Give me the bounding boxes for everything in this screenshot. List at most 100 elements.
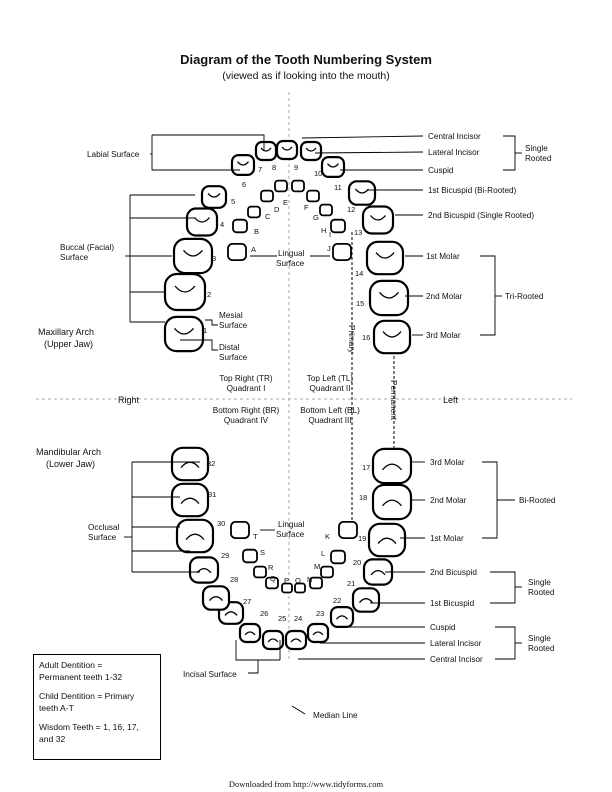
primary-tooth-19 bbox=[230, 521, 250, 540]
tooth-number-23: 23 bbox=[316, 609, 324, 618]
lower-tooth-19 bbox=[367, 522, 407, 558]
top-right-quadrant-2: Quadrant I bbox=[227, 384, 266, 393]
tooth-number-1: 1 bbox=[203, 326, 207, 335]
tooth-number-32: 32 bbox=[207, 459, 215, 468]
page-title: Diagram of the Tooth Numbering System bbox=[180, 52, 432, 67]
tooth-number-27: 27 bbox=[243, 597, 251, 606]
lower-tooth-23 bbox=[306, 622, 330, 644]
tooth-number-12: 12 bbox=[347, 205, 355, 214]
mesial-surface-label-2: Surface bbox=[219, 321, 248, 330]
primary-tooth-3 bbox=[260, 189, 274, 203]
label-central-incisor-upper: Central Incisor bbox=[428, 132, 481, 141]
lower-tooth-groove-25 bbox=[267, 638, 279, 643]
primary-tooth-2 bbox=[247, 205, 261, 219]
label-first-bicuspid-lower: 1st Bicuspid bbox=[430, 599, 475, 608]
legend-adult: Adult Dentition = bbox=[39, 660, 103, 670]
primary-tooth-12 bbox=[320, 565, 334, 579]
label-first-molar-upper: 1st Molar bbox=[426, 252, 460, 261]
label-second-bicuspid-lower: 2nd Bicuspid bbox=[430, 568, 477, 577]
mesial-surface-label: Mesial bbox=[219, 311, 243, 320]
tooth-number-6: 6 bbox=[242, 180, 246, 189]
tooth-number-11: 11 bbox=[334, 183, 342, 192]
primary-letter-Q: Q bbox=[270, 574, 276, 583]
lower-tooth-groove-26 bbox=[244, 631, 256, 636]
label-bi-rooted: Bi-Rooted bbox=[519, 496, 556, 505]
lower-tooth-31 bbox=[170, 482, 210, 518]
tooth-number-14: 14 bbox=[355, 269, 363, 278]
tooth-number-18: 18 bbox=[359, 493, 367, 502]
upper-tooth-groove-7 bbox=[260, 147, 272, 152]
primary-letter-L: L bbox=[321, 549, 325, 558]
label-first-molar-lower: 1st Molar bbox=[430, 534, 464, 543]
bottom-right-quadrant: Bottom Right (BR) bbox=[213, 406, 280, 415]
tooth-number-5: 5 bbox=[231, 197, 235, 206]
mandibular-arch-label-2: (Lower Jaw) bbox=[46, 459, 95, 469]
labial-surface-label: Labial Surface bbox=[87, 150, 140, 159]
primary-tooth-11 bbox=[330, 549, 346, 565]
maxillary-arch-label-2: (Upper Jaw) bbox=[44, 339, 93, 349]
tooth-number-22: 22 bbox=[333, 596, 341, 605]
lower-tooth-21 bbox=[351, 587, 381, 613]
primary-letter-O: O bbox=[295, 576, 301, 585]
primary-tooth-4 bbox=[274, 179, 288, 193]
footer-download[interactable]: Downloaded from http://www.tidyforms.com bbox=[228, 779, 384, 789]
lingual-surface-upper-2: Surface bbox=[276, 259, 305, 268]
maxillary-arch-label: Maxillary Arch bbox=[38, 327, 94, 337]
tooth-number-26: 26 bbox=[260, 609, 268, 618]
tooth-number-16: 16 bbox=[362, 333, 370, 342]
occlusal-surface-label: Occlusal bbox=[88, 523, 120, 532]
tooth-number-9: 9 bbox=[294, 163, 298, 172]
primary-letter-C: C bbox=[265, 212, 271, 221]
lower-tooth-groove-24 bbox=[290, 638, 302, 643]
lower-tooth-24 bbox=[284, 629, 308, 651]
primary-letter-B: B bbox=[254, 227, 259, 236]
tooth-number-31: 31 bbox=[208, 490, 216, 499]
primary-tooth-15 bbox=[281, 582, 293, 594]
primary-letter-H: H bbox=[321, 226, 326, 235]
label-single-rooted-lower-a: Single bbox=[528, 578, 551, 587]
legend-wisdom-2: and 32 bbox=[39, 734, 66, 744]
primary-letter-S: S bbox=[260, 548, 265, 557]
buccal-surface-label-2: Surface bbox=[60, 253, 89, 262]
label-tri-rooted: Tri-Rooted bbox=[505, 292, 544, 301]
tooth-number-13: 13 bbox=[354, 228, 362, 237]
label-first-bicuspid-upper: 1st Bicuspid (Bi-Rooted) bbox=[428, 186, 517, 195]
upper-tooth-groove-12 bbox=[370, 215, 386, 221]
lower-tooth-32 bbox=[170, 446, 210, 482]
lower-tooth-26 bbox=[238, 622, 262, 644]
primary-letter-D: D bbox=[274, 205, 280, 214]
legend-wisdom: Wisdom Teeth = 1, 16, 17, bbox=[39, 722, 139, 732]
tooth-number-28: 28 bbox=[230, 575, 238, 584]
mandibular-arch-label: Mandibular Arch bbox=[36, 447, 101, 457]
primary-letter-R: R bbox=[268, 563, 274, 572]
lower-tooth-22 bbox=[329, 605, 355, 628]
lower-tooth-30 bbox=[175, 518, 215, 554]
lingual-surface-upper: Lingual bbox=[278, 249, 305, 258]
primary-letter-K: K bbox=[325, 532, 330, 541]
top-left-quadrant-2: Quadrant II bbox=[310, 384, 351, 393]
upper-tooth-groove-1 bbox=[174, 327, 194, 335]
lower-tooth-29 bbox=[188, 556, 220, 584]
upper-tooth-groove-6 bbox=[237, 161, 249, 166]
primary-tooth-16 bbox=[265, 576, 279, 590]
upper-tooth-groove-10 bbox=[327, 163, 339, 168]
bottom-left-quadrant: Bottom Left (BL) bbox=[300, 406, 360, 415]
upper-tooth-groove-15 bbox=[382, 331, 402, 338]
tooth-number-8: 8 bbox=[272, 163, 276, 172]
tooth-number-2: 2 bbox=[207, 290, 211, 299]
label-cuspid-lower: Cuspid bbox=[430, 623, 456, 632]
tooth-number-21: 21 bbox=[347, 579, 355, 588]
primary-letter-A: A bbox=[251, 245, 256, 254]
primary-tooth-5 bbox=[291, 179, 305, 193]
label-single-rooted-upper: Single bbox=[525, 144, 548, 153]
lower-tooth-groove-18 bbox=[382, 499, 402, 507]
distal-surface-label: Distal bbox=[219, 343, 240, 352]
upper-tooth-groove-9 bbox=[305, 147, 317, 152]
primary-tooth-0 bbox=[227, 242, 247, 261]
label-second-bicuspid-upper: 2nd Bicuspid (Single Rooted) bbox=[428, 211, 534, 220]
upper-tooth-groove-5 bbox=[207, 192, 221, 198]
primary-tooth-13 bbox=[309, 576, 323, 590]
primary-tooth-18 bbox=[242, 548, 258, 564]
